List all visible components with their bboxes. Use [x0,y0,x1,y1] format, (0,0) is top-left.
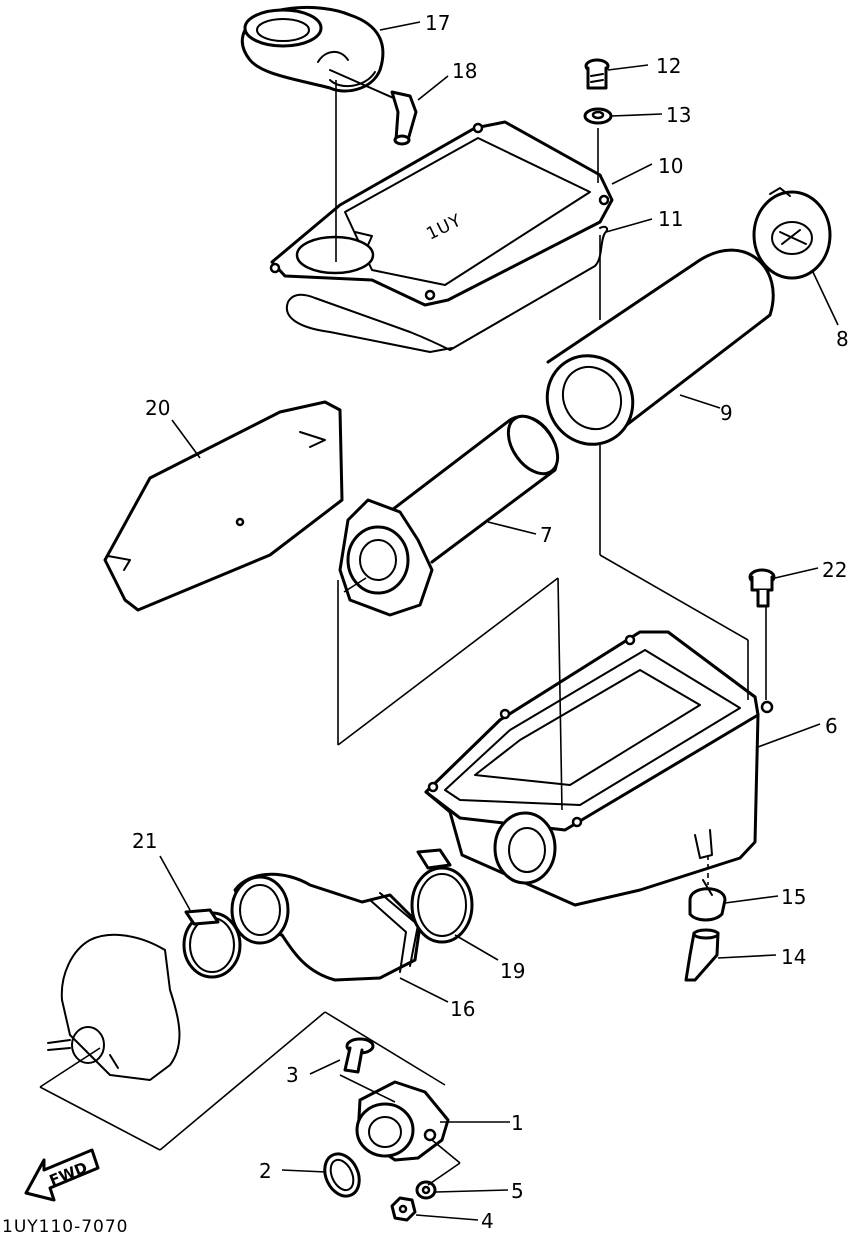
callout-13: 13 [666,103,691,127]
callout-18: 18 [452,59,477,83]
callout-1: 1 [511,1111,524,1135]
callout-11: 11 [658,207,683,231]
part-10-cleaner-cover: 1UY [269,120,614,307]
fwd-arrow-icon: FWD [24,1148,100,1202]
part-1-carb-joint [355,1080,450,1162]
part-18-breather-elbow [329,69,418,146]
callout-15: 15 [781,885,806,909]
drawing-code: 1UY110-7070 [2,1217,129,1236]
part-4-nut [390,1196,417,1222]
leader-lines [159,21,839,1221]
part-15-drain-clamp [688,879,727,922]
carburetor-reference [47,933,181,1081]
part-9-filter-element [545,248,775,446]
part-20-side-plate [103,400,344,612]
callout-16: 16 [450,997,475,1021]
assembly-lines [39,80,767,1186]
callout-21: 21 [132,829,157,853]
callout-20: 20 [145,396,170,420]
callout-4: 4 [481,1209,494,1233]
callout-5: 5 [511,1179,524,1203]
callout-22: 22 [822,558,847,582]
part-22-case-bolt [748,568,776,608]
part-21-hose-clamp [182,908,242,979]
callout-labels: 1 2 3 4 5 6 7 8 9 10 11 12 13 14 15 16 1… [132,11,849,1233]
part-11-cover-gasket [285,225,609,353]
part-5-lock-washer [415,1180,437,1200]
part-2-o-ring [323,1152,361,1198]
callout-8: 8 [836,327,849,351]
part-8-breather-cap [752,187,832,280]
callout-12: 12 [656,54,681,78]
callout-2: 2 [259,1159,272,1183]
callout-10: 10 [658,154,683,178]
callout-6: 6 [825,714,838,738]
callout-17: 17 [425,11,450,35]
callout-3: 3 [286,1063,299,1087]
callout-14: 14 [781,945,806,969]
callout-7: 7 [540,523,553,547]
part-16-joint-hose [230,872,422,982]
part-7-filter-guide [338,414,560,617]
part-17-intake-cap [240,6,385,93]
part-6-cleaner-case [424,630,774,907]
part-14-drain-plug [684,928,720,982]
part-19-hose-clamp [410,848,474,944]
part-13-washer [583,107,613,125]
callout-9: 9 [720,401,733,425]
callout-19: 19 [500,959,525,983]
part-3-bolt [343,1037,375,1074]
part-12-bolt [584,58,610,90]
